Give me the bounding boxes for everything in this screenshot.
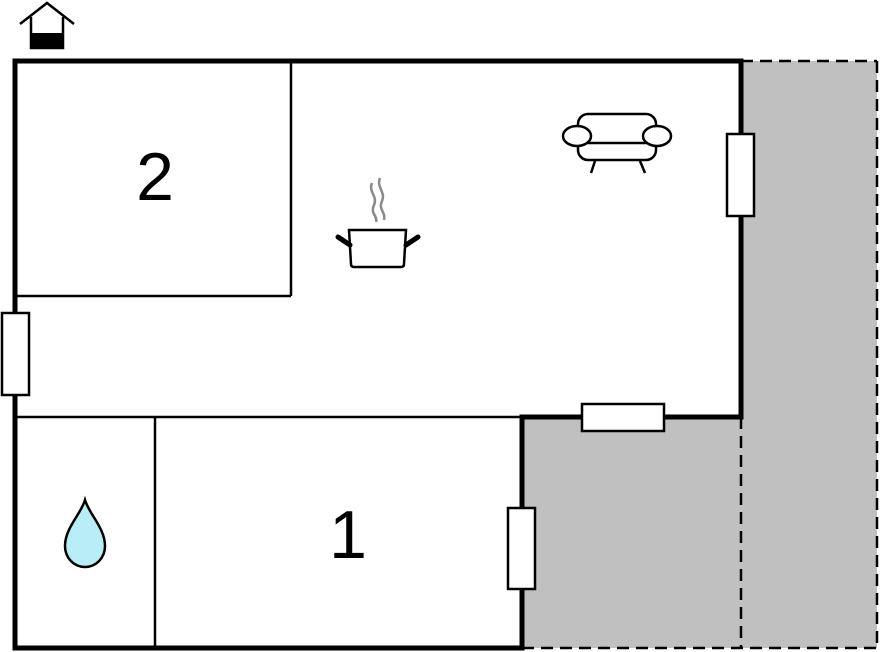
terrace-right <box>741 61 877 648</box>
window-room1-right <box>506 506 537 591</box>
window-step-top <box>580 402 666 433</box>
window-right <box>725 132 756 218</box>
sofa-icon <box>561 112 673 174</box>
house-icon <box>19 1 75 50</box>
water-drop-icon <box>63 495 107 569</box>
windows <box>0 132 756 591</box>
interior-walls <box>15 61 522 648</box>
exterior-walls <box>12 58 744 651</box>
room-label-2: 2 <box>136 139 174 215</box>
terrace <box>522 59 879 650</box>
window-left <box>0 311 31 397</box>
room-label-1: 1 <box>329 497 367 573</box>
cooking-pot-icon <box>335 177 421 269</box>
terrace-bottom <box>522 417 741 648</box>
